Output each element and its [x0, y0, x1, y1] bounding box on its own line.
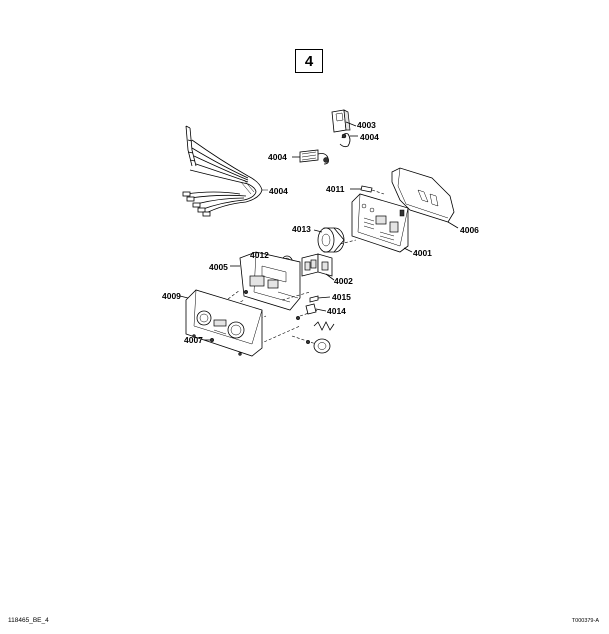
- part-4015-4014: [305, 295, 331, 315]
- part-4001-module: [351, 193, 413, 253]
- part-4009-front-panel: [179, 289, 263, 357]
- part-4002: [301, 253, 335, 281]
- part-4006-cover: [391, 167, 459, 229]
- part-4004-top: [339, 133, 358, 148]
- footer-left-code: 118465_BE_4: [8, 617, 49, 624]
- section-number-box: 4: [295, 49, 323, 73]
- part-4005-frame: [230, 251, 301, 311]
- label-4013: 4013: [292, 224, 311, 234]
- spring-and-knob: [243, 289, 335, 354]
- label-4011: 4011: [326, 184, 345, 194]
- label-4002: 4002: [334, 276, 353, 286]
- section-number: 4: [304, 52, 314, 70]
- part-4011: [350, 185, 385, 195]
- label-4003: 4003: [357, 120, 376, 130]
- label-4005: 4005: [209, 262, 228, 272]
- footer-right-code: T000379-A: [571, 618, 599, 624]
- label-4004-middle: 4004: [268, 152, 287, 162]
- wire-harness: [182, 125, 268, 217]
- label-4001: 4001: [413, 248, 432, 258]
- label-4012: 4012: [250, 250, 269, 260]
- part-4003: [331, 109, 357, 133]
- part-4004-middle: [292, 149, 329, 165]
- part-4013: [313, 227, 345, 253]
- label-4009: 4009: [162, 291, 181, 301]
- label-4006: 4006: [460, 225, 479, 235]
- label-4004-harness: 4004: [269, 186, 288, 196]
- label-4014: 4014: [327, 306, 346, 316]
- label-4015: 4015: [332, 292, 351, 302]
- label-4007: 4007: [184, 335, 203, 345]
- label-4004-top: 4004: [360, 132, 379, 142]
- part-4007-screws: [204, 337, 215, 343]
